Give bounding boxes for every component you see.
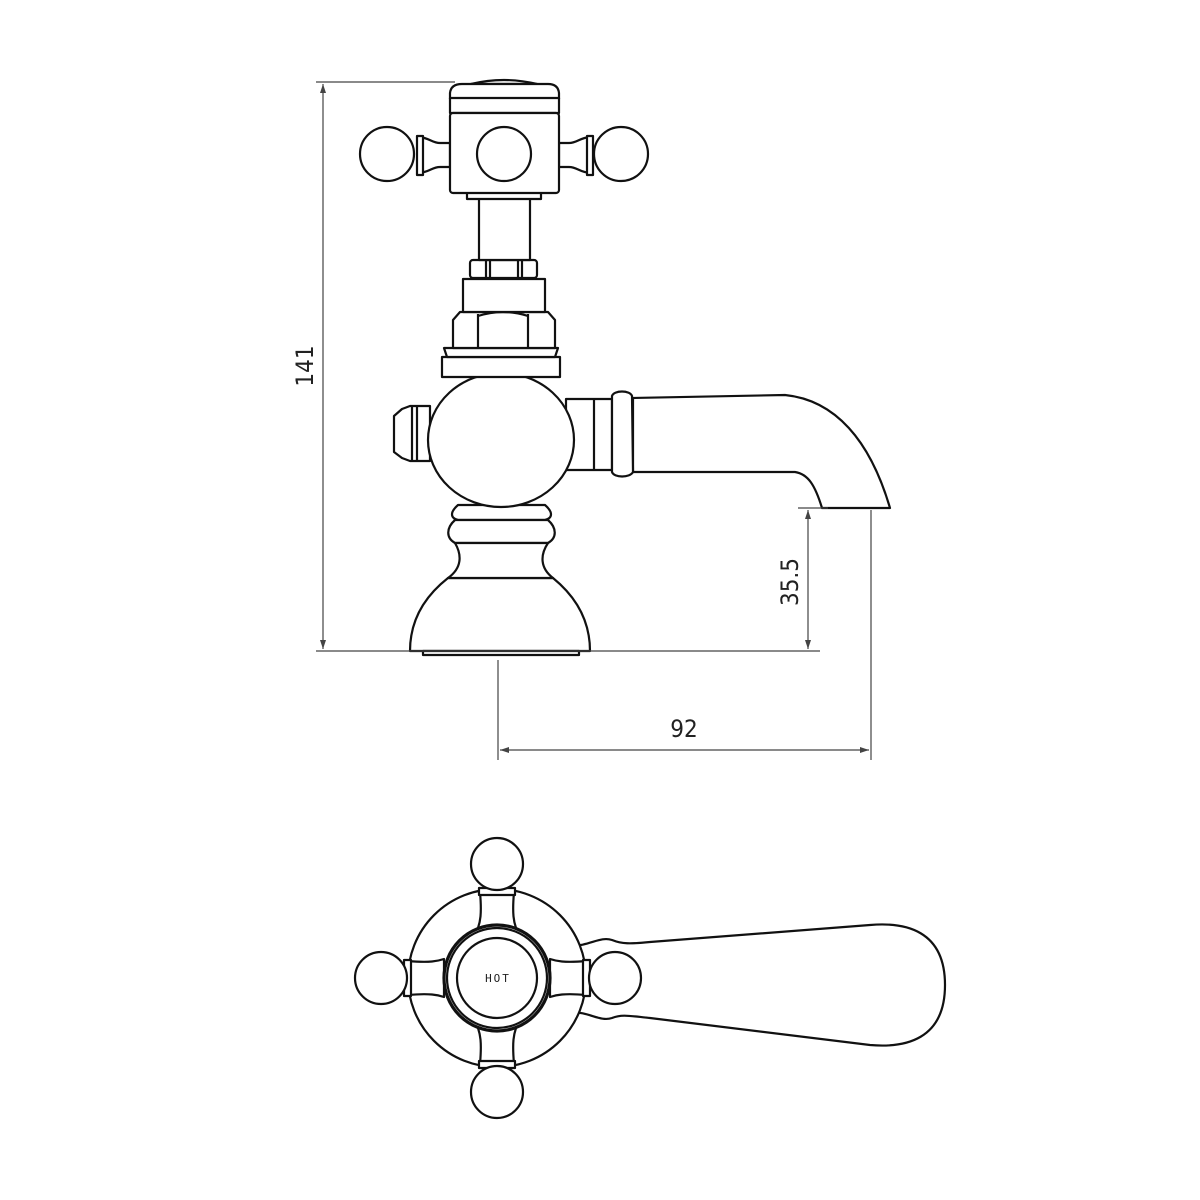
side-view [358, 78, 892, 657]
dimension-label-35-5: 35.5 [776, 558, 804, 606]
plan-ball-left [353, 950, 409, 1006]
valve-body [426, 371, 576, 509]
handle-right-arm [557, 125, 650, 183]
dimension-overall-height: 141 [291, 81, 820, 652]
dimension-spout-reach: 92 [497, 510, 872, 760]
dimension-label-92: 92 [670, 715, 697, 743]
dimension-label-141: 141 [291, 345, 319, 386]
plan-view: HOT [353, 836, 947, 1120]
plan-ball-top [469, 836, 525, 892]
flange [440, 355, 562, 379]
plan-index-disc [455, 936, 539, 1020]
spout [564, 390, 892, 510]
plan-ball-right [587, 950, 643, 1006]
dimension-spout-height: 35.5 [776, 507, 828, 649]
plan-ball-bottom [469, 1064, 525, 1120]
stem [477, 196, 532, 262]
side-knob [392, 404, 432, 463]
base-bell [408, 576, 592, 653]
plan-spout [568, 923, 947, 1047]
handle-index-disc [475, 125, 533, 183]
handle-left-arm [358, 125, 452, 183]
handle-head [448, 78, 561, 195]
hex-nut [451, 310, 557, 350]
hot-label: HOT [485, 972, 511, 985]
